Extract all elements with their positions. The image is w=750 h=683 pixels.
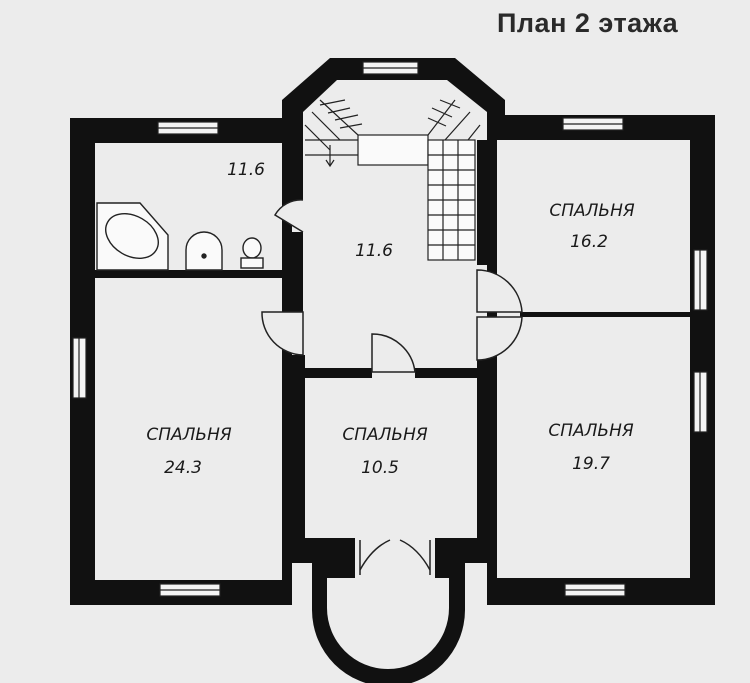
- wall-east-divider: [520, 312, 690, 317]
- bay-door-swing: [359, 539, 431, 571]
- wall-center-west: [287, 355, 305, 540]
- wall-hall-west: [282, 112, 303, 202]
- room-center-name: СПАЛЬНЯ: [342, 425, 428, 445]
- stair-treads: [428, 140, 475, 260]
- window-tower-top: [362, 61, 419, 75]
- sink-icon: [185, 231, 223, 271]
- window-bath-top: [157, 121, 219, 135]
- stair-left-turns: [319, 99, 363, 129]
- room-west-area: 24.3: [164, 458, 202, 478]
- toilet-icon: [240, 237, 264, 269]
- bathtub-icon: [96, 202, 169, 271]
- door-center-bedroom: [371, 333, 416, 373]
- room-ne-name: СПАЛЬНЯ: [549, 201, 635, 221]
- room-hall-area: 11.6: [355, 241, 393, 261]
- wall-center-top-r: [415, 368, 487, 378]
- wall-central-tower: [282, 58, 505, 140]
- wall-bath-divider: [95, 270, 295, 278]
- plan-title: План 2 этажа: [497, 8, 679, 38]
- doors: [261, 199, 523, 373]
- exterior-walls: [70, 58, 715, 605]
- room-se-area: 19.7: [572, 454, 610, 474]
- room-center-area: 10.5: [361, 458, 399, 478]
- door-se-bedroom: [476, 316, 523, 361]
- room-se-name: СПАЛЬНЯ: [548, 421, 634, 441]
- window-west-side: [72, 337, 87, 399]
- stair-right-turns: [427, 99, 461, 127]
- wall-center-east: [477, 355, 497, 540]
- room-bath-area: 11.6: [227, 160, 265, 180]
- door-west-bedroom: [261, 311, 304, 356]
- room-ne-area: 16.2: [570, 232, 608, 252]
- window-east-side-upper: [693, 249, 708, 311]
- stair-core: [357, 134, 429, 166]
- stair-arrow: [325, 145, 335, 168]
- bay-window: [312, 537, 465, 683]
- stair-left-flight: [304, 99, 359, 156]
- wall-hall-east: [477, 140, 497, 265]
- room-west-name: СПАЛЬНЯ: [146, 425, 232, 445]
- windows: [72, 61, 708, 597]
- staircase: [304, 99, 481, 261]
- window-west-bottom: [159, 583, 221, 597]
- door-ne-bedroom: [476, 269, 523, 313]
- window-ne-top: [562, 117, 624, 131]
- window-east-side-lower: [693, 371, 708, 433]
- door-bath: [273, 199, 304, 233]
- wall-center-top-l: [287, 368, 372, 378]
- wall-east-wing: [487, 115, 715, 605]
- bath-fixtures: [96, 202, 264, 271]
- bay-wall: [312, 560, 465, 683]
- window-se-bottom: [564, 583, 626, 597]
- wall-west-wing: [70, 118, 292, 605]
- bay-opening: [355, 537, 435, 582]
